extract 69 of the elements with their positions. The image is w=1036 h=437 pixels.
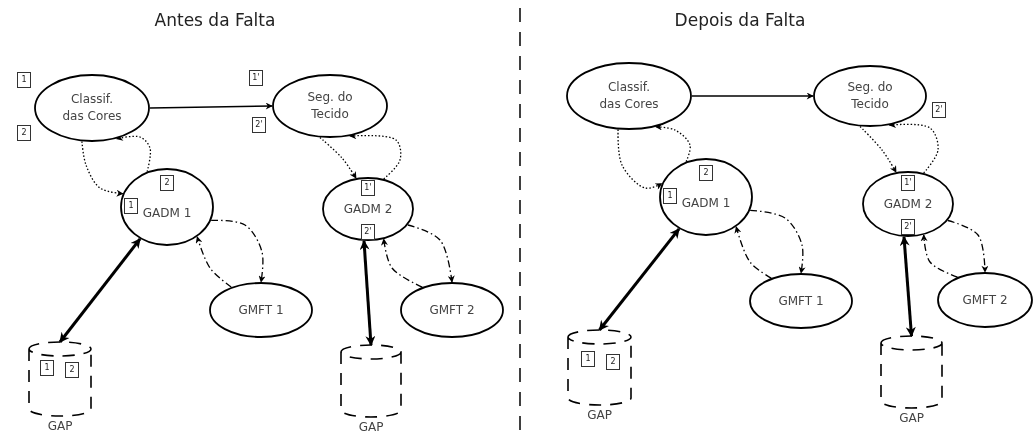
- arrow: [947, 219, 989, 273]
- number-tag: 2: [699, 165, 713, 181]
- node-label: GMFT 1: [238, 301, 284, 319]
- number-tag: 2': [361, 224, 375, 240]
- number-tag: 1: [17, 72, 31, 88]
- number-tag: 2: [160, 175, 174, 191]
- arrow: [359, 239, 376, 346]
- node-label: Seg. do Tecido: [846, 79, 894, 113]
- arrow: [195, 236, 232, 288]
- number-tag: 2': [252, 117, 266, 133]
- ellipse-node: [34, 74, 150, 142]
- number-tag: 1: [40, 360, 54, 376]
- node-label: GADM 1: [681, 194, 731, 212]
- number-tag: 1': [901, 175, 915, 191]
- arrow: [81, 140, 124, 197]
- ellipse-node: [209, 282, 313, 338]
- arrow: [349, 132, 402, 180]
- number-tag: 1: [663, 188, 677, 204]
- node-label: Seg. do Tecido: [306, 89, 354, 123]
- ellipse-node: [937, 272, 1033, 328]
- number-tag: 2': [901, 219, 915, 235]
- arrow: [899, 235, 916, 337]
- arrow: [859, 125, 897, 173]
- node-label: Classif. das Cores: [598, 79, 660, 113]
- node-label: GAP: [899, 411, 924, 425]
- arrow: [691, 92, 814, 100]
- number-tag: 2': [932, 102, 946, 118]
- arrow: [654, 123, 691, 163]
- number-tag: 2: [17, 125, 31, 141]
- ellipse-node: [272, 74, 388, 138]
- arrow: [407, 224, 455, 283]
- node-label: GAP: [47, 419, 73, 433]
- node-label: GAP: [358, 420, 384, 434]
- node-label: GMFT 2: [962, 291, 1008, 309]
- node-label: GMFT 2: [429, 301, 475, 319]
- node-label: GADM 2: [343, 200, 393, 218]
- ellipse-node: [749, 273, 853, 329]
- panel-title: Antes da Falta: [153, 10, 277, 30]
- ellipse-node: [813, 65, 927, 127]
- arrow: [920, 234, 959, 278]
- arrow: [888, 121, 939, 174]
- number-tag: 1': [361, 180, 375, 196]
- ellipse-node: [400, 282, 504, 338]
- number-tag: 1': [249, 70, 263, 86]
- ellipse-node: [862, 171, 954, 237]
- node-label: GAP: [587, 408, 612, 422]
- arrow: [210, 219, 266, 283]
- ellipse-node: [659, 158, 753, 236]
- arrow: [115, 134, 152, 173]
- node-label: Classif. das Cores: [61, 91, 123, 125]
- node-label: GMFT 1: [778, 292, 824, 310]
- ellipse-node: [120, 168, 214, 246]
- arrow: [149, 102, 273, 110]
- arrow: [598, 228, 681, 331]
- ellipse-node: [566, 62, 692, 130]
- node-label: GADM 1: [142, 204, 192, 222]
- arrow: [617, 128, 663, 190]
- number-tag: 1: [581, 351, 595, 367]
- arrow: [734, 226, 772, 279]
- arrow: [381, 238, 423, 288]
- node-label: GADM 2: [883, 195, 933, 213]
- arrow: [58, 238, 142, 343]
- ellipse-node: [322, 177, 414, 241]
- number-tag: 1: [124, 198, 138, 214]
- number-tag: 2: [606, 354, 620, 370]
- panel-title: Depois da Falta: [673, 10, 807, 30]
- arrow: [749, 209, 806, 274]
- arrow: [319, 136, 357, 179]
- number-tag: 2: [65, 362, 79, 378]
